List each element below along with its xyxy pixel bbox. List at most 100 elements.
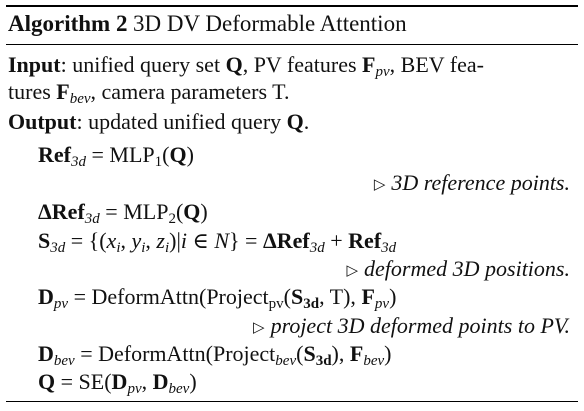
- math-text: ): [186, 142, 194, 167]
- math-symbol: D: [152, 369, 169, 394]
- step-d-pv: Dpv = DeformAttn(Projectpv(S3d, T), Fpv): [38, 284, 397, 312]
- algorithm-title: 3D DV Deformable Attention: [132, 11, 407, 36]
- subscript: bev: [275, 353, 297, 369]
- math-text: ): [384, 341, 392, 366]
- math-text: +: [324, 228, 349, 253]
- query-symbol: Q: [38, 369, 56, 394]
- input-text: , camera parameters T.: [90, 79, 290, 104]
- subscript: 3d: [315, 353, 332, 369]
- math-text: ): [389, 284, 397, 309]
- math-symbol: ΔRef: [262, 228, 310, 253]
- subscript: pv: [127, 381, 142, 397]
- subscript: 3d: [381, 240, 397, 256]
- math-text: ,: [145, 228, 157, 253]
- math-text: = MLP: [99, 199, 169, 224]
- math-text: (: [283, 284, 291, 309]
- algorithm-label: Algorithm 2: [8, 11, 128, 36]
- algorithm-caption: Algorithm 2 3D DV Deformable Attention: [8, 11, 407, 37]
- feature-symbol: F: [361, 284, 375, 309]
- input-text: , BEV fea-: [389, 52, 484, 77]
- math-text: ): [200, 199, 208, 224]
- comment-text: project 3D deformed points to PV.: [270, 313, 570, 338]
- comment-text: deformed 3D positions.: [364, 256, 570, 281]
- output-label: Output: [8, 109, 77, 134]
- query-symbol: Q: [169, 142, 187, 167]
- bottom-rule: [6, 401, 578, 402]
- step-delta-ref: ΔRef3d = MLP2(Q): [38, 199, 208, 227]
- subscript: bev: [69, 91, 91, 107]
- caption-rule: [6, 44, 578, 45]
- input-label: Input: [8, 52, 61, 77]
- subscript: 3d: [309, 240, 325, 256]
- math-symbol: ΔRef: [38, 199, 85, 224]
- input-line-2: tures Fbev, camera parameters T.: [8, 79, 290, 107]
- comment-reference-points: ▷ 3D reference points.: [374, 170, 570, 199]
- math-text: ∈: [187, 228, 215, 253]
- input-text: , PV features: [242, 52, 363, 77]
- math-text: ): [189, 369, 197, 394]
- comment-project-pv: ▷ project 3D deformed points to PV.: [253, 313, 570, 342]
- subscript: bev: [53, 353, 75, 369]
- math-symbol: D: [38, 341, 54, 366]
- output-text: .: [303, 109, 310, 134]
- input-line-1: Input: unified query set Q, PV features …: [8, 52, 484, 80]
- math-symbol: Ref: [348, 228, 382, 253]
- math-text: } =: [229, 228, 263, 253]
- math-text: , T),: [319, 284, 362, 309]
- subscript: 1: [154, 154, 163, 170]
- math-symbol: S: [290, 284, 304, 309]
- math-text: (: [296, 341, 304, 366]
- feature-symbol: F: [56, 79, 70, 104]
- math-text: (: [175, 199, 184, 224]
- subscript: bev: [168, 381, 190, 397]
- subscript: pv: [53, 296, 69, 312]
- query-symbol: Q: [183, 199, 201, 224]
- subscript: i: [141, 240, 146, 256]
- subscript: i: [164, 240, 170, 256]
- top-rule: [6, 5, 578, 7]
- subscript: 3d: [303, 296, 320, 312]
- query-symbol: Q: [225, 52, 243, 77]
- math-symbol: D: [111, 369, 128, 394]
- math-var: i: [180, 228, 188, 253]
- subscript: bev: [363, 353, 385, 369]
- subscript: i: [116, 240, 121, 256]
- feature-symbol: F: [349, 341, 364, 366]
- comment-text: 3D reference points.: [391, 170, 570, 195]
- subscript: 3d: [70, 154, 86, 170]
- math-text: (: [162, 142, 170, 167]
- subscript: 3d: [50, 240, 66, 256]
- math-var: N: [214, 228, 229, 253]
- math-symbol: Ref: [38, 142, 71, 167]
- subscript: pv: [375, 64, 390, 80]
- math-text: ,: [120, 228, 132, 253]
- math-text: ),: [331, 341, 350, 366]
- step-s-3d: S3d = {(xi, yi, zi)|i ∈ N} = ΔRef3d + Re…: [38, 228, 397, 256]
- input-text: : unified query set: [60, 52, 226, 77]
- math-text: = {(: [65, 228, 107, 253]
- subscript: 3d: [84, 211, 100, 227]
- subscript: pv: [268, 296, 284, 312]
- comment-triangle-icon: ▷: [373, 177, 386, 193]
- math-text: = DeformAttn(Project: [68, 284, 269, 309]
- comment-triangle-icon: ▷: [253, 320, 265, 336]
- math-text: ,: [141, 369, 153, 394]
- math-var: z: [156, 228, 165, 253]
- step-q-se: Q = SE(Dpv, Dbev): [38, 369, 197, 397]
- feature-symbol: F: [362, 52, 376, 77]
- query-symbol: Q: [286, 109, 304, 134]
- math-symbol: D: [38, 284, 54, 309]
- math-text: = SE(: [55, 369, 112, 394]
- comment-deformed-positions: ▷ deformed 3D positions.: [347, 256, 571, 285]
- output-line: Output: updated unified query Q.: [8, 109, 309, 135]
- math-var: y: [131, 228, 142, 253]
- math-text: = MLP: [85, 142, 155, 167]
- math-text: )|: [169, 228, 181, 253]
- output-text: : updated unified query: [76, 109, 287, 134]
- math-symbol: S: [38, 228, 51, 253]
- step-ref-3d: Ref3d = MLP1(Q): [38, 142, 194, 170]
- math-var: x: [106, 228, 117, 253]
- input-text: tures: [8, 79, 57, 104]
- step-d-bev: Dbev = DeformAttn(Projectbev(S3d), Fbev): [38, 341, 392, 369]
- comment-triangle-icon: ▷: [346, 263, 359, 279]
